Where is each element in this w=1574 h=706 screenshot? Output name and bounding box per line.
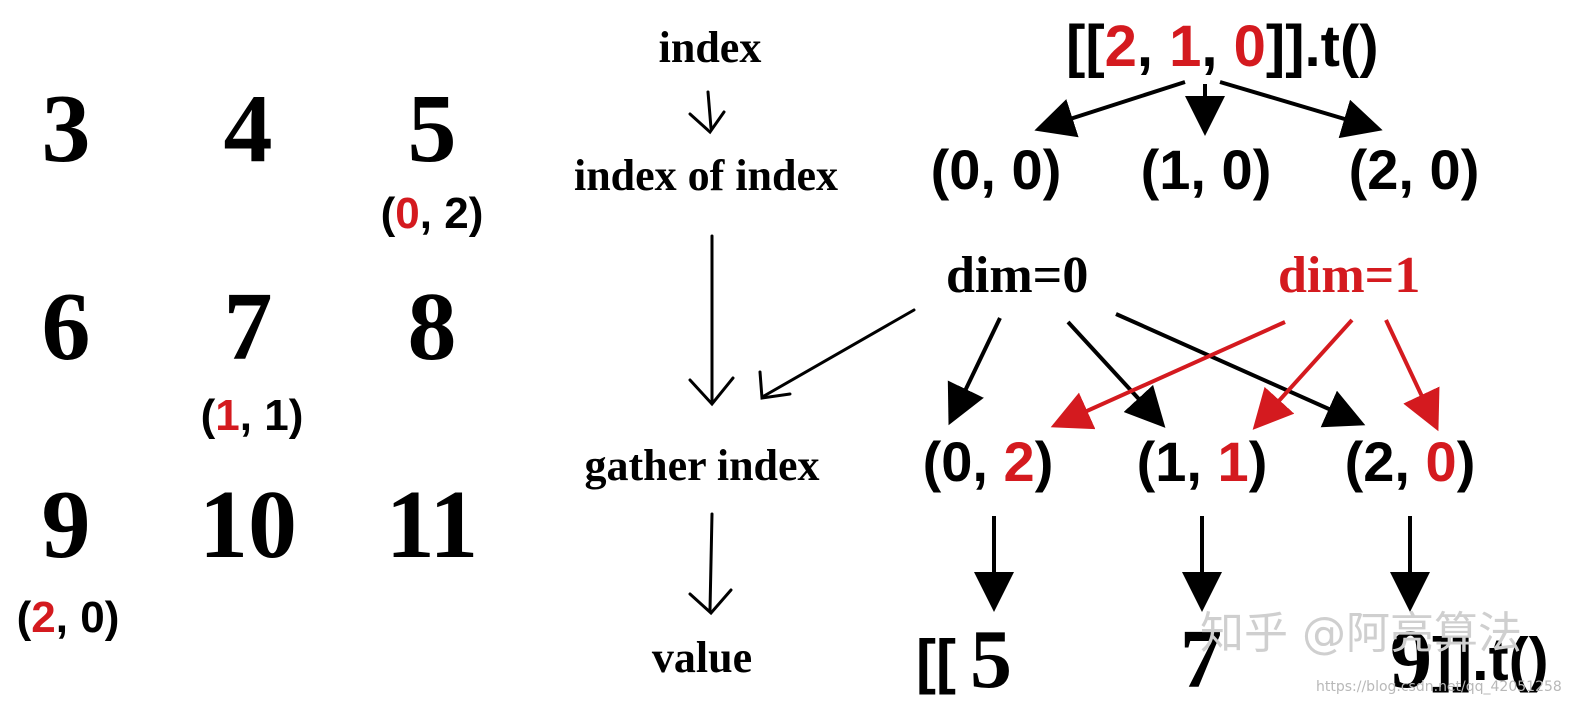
top-arrow-right	[1219, 80, 1383, 139]
matrix-cell-9: 9	[41, 471, 91, 579]
dim1-arrow-3	[1384, 319, 1440, 432]
value-7: 7	[1180, 613, 1222, 706]
step-label-value: value	[651, 633, 753, 682]
dim1-arrow-1	[1050, 320, 1286, 430]
index-of-index-tuple-2: (1, 0)	[1140, 138, 1272, 201]
dim0-to-gather-label-arrow	[758, 308, 916, 400]
step-label-index-of-index: index of index	[573, 151, 839, 200]
value-5: 5	[970, 613, 1012, 706]
watermark-url: https://blog.csdn.net/qq_42051258	[1316, 679, 1562, 695]
watermark-text: 知乎 @阿亮算法	[1200, 608, 1522, 659]
values-close-transpose: ]].t()	[1432, 626, 1549, 693]
step-label-index: index	[658, 23, 762, 72]
dim1-label: dim=1	[1278, 247, 1421, 304]
dim0-arrow-2	[1066, 320, 1166, 428]
coord-label-7: (1, 1)	[200, 391, 304, 440]
matrix-cell-11: 11	[385, 471, 479, 579]
dim0-arrow-1	[947, 317, 1002, 426]
dim1-arrow-2	[1252, 318, 1354, 430]
index-of-index-tuple-1: (0, 0)	[930, 138, 1062, 201]
dim0-arrow-3	[1115, 312, 1366, 428]
step-label-gather-index: gather index	[584, 441, 820, 490]
top-arrow-left	[1034, 80, 1186, 138]
index-expression: [[2, 1, 0]].t()	[1066, 14, 1379, 79]
matrix-cell-4: 4	[223, 75, 273, 183]
step-arrow-2	[688, 234, 735, 407]
matrix-cell-6: 6	[41, 273, 91, 381]
index-of-index-tuple-3: (2, 0)	[1348, 138, 1480, 201]
coord-label-9: (2, 0)	[16, 593, 120, 642]
gather-index-tuple-1: (0, 2)	[922, 430, 1054, 493]
gather-index-tuple-3: (2, 0)	[1344, 430, 1476, 493]
matrix-cell-7: 7	[223, 273, 273, 381]
matrix-cell-3: 3	[41, 75, 91, 183]
coord-label-5: (0, 2)	[380, 189, 484, 238]
matrix-cell-8: 8	[407, 273, 457, 381]
dim0-label: dim=0	[946, 247, 1089, 304]
step-arrow-1	[688, 90, 726, 135]
step-arrow-3	[688, 512, 733, 616]
matrix-cell-5: 5	[407, 75, 457, 183]
values-open-bracket: [[	[916, 628, 956, 695]
gather-index-tuple-2: (1, 1)	[1136, 430, 1268, 493]
value-9: 9	[1390, 613, 1432, 706]
matrix-cell-10: 10	[199, 471, 297, 579]
